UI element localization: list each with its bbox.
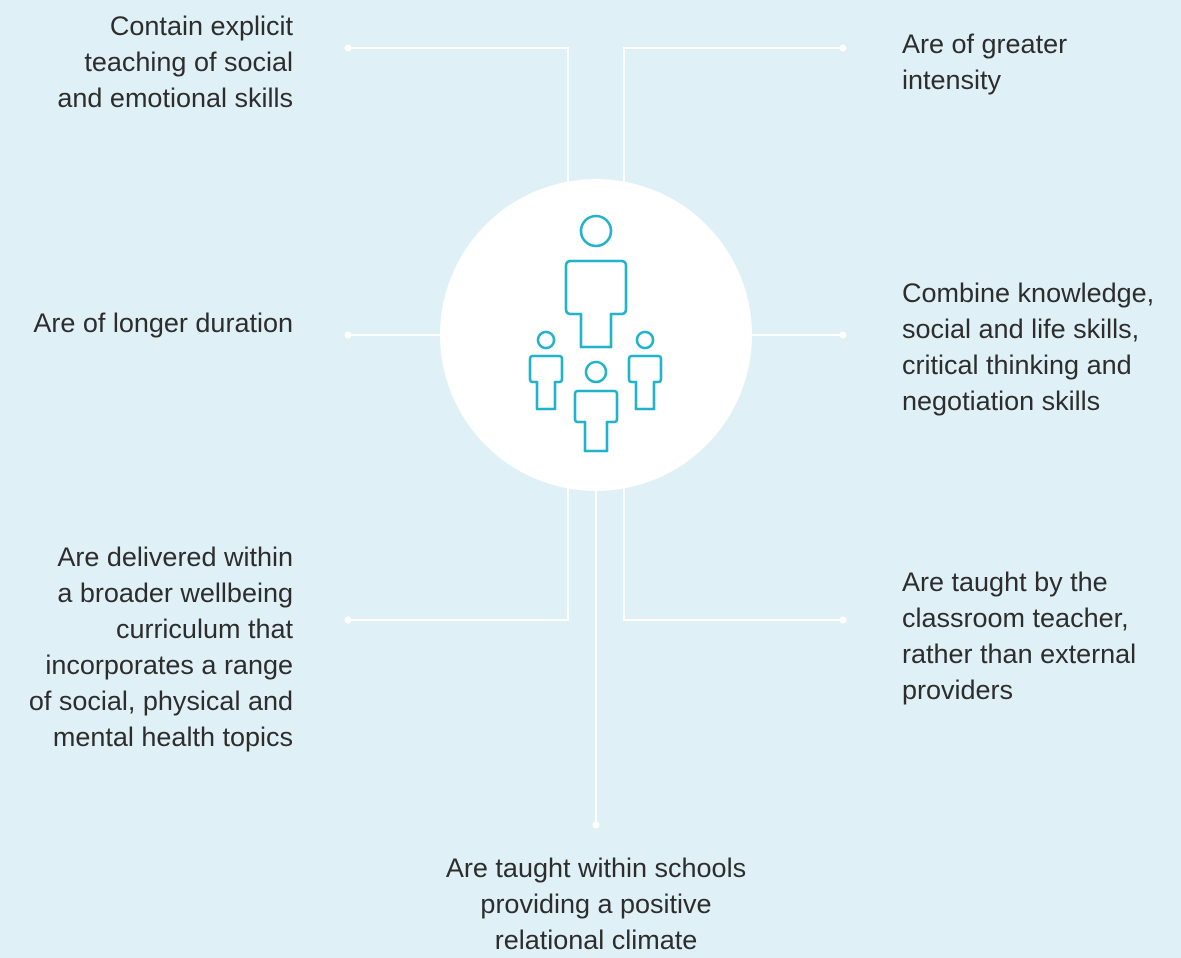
label-mid-right: Combine knowledge, social and life skill… — [902, 278, 1155, 416]
hub-circle — [440, 179, 752, 491]
label-mid-left: Are of longer duration — [33, 308, 293, 338]
endpoint-mid-right — [839, 331, 847, 339]
endpoint-top-right — [839, 44, 847, 52]
label-top-right: Are of greater intensity — [902, 29, 1068, 95]
endpoint-bottom-center — [592, 821, 600, 829]
endpoint-bottom-left — [344, 616, 352, 624]
endpoint-top-left — [344, 44, 352, 52]
connector-bottom-right — [623, 480, 843, 621]
endpoint-mid-left — [344, 331, 352, 339]
endpoint-bottom-right — [839, 616, 847, 624]
label-top-left: Contain explicit teaching of social and … — [57, 11, 293, 113]
connector-endpoints — [344, 44, 847, 829]
connector-top-left — [348, 47, 569, 220]
connector-lines — [348, 47, 843, 825]
people-group-icon — [528, 214, 663, 453]
connector-top-right — [623, 47, 843, 220]
label-bottom-center: Are taught within schools providing a po… — [445, 853, 747, 955]
label-bottom-left: Are delivered within a broader wellbeing… — [28, 542, 293, 752]
label-bottom-right: Are taught by the classroom teacher, rat… — [902, 567, 1137, 705]
connector-bottom-left — [348, 480, 569, 621]
